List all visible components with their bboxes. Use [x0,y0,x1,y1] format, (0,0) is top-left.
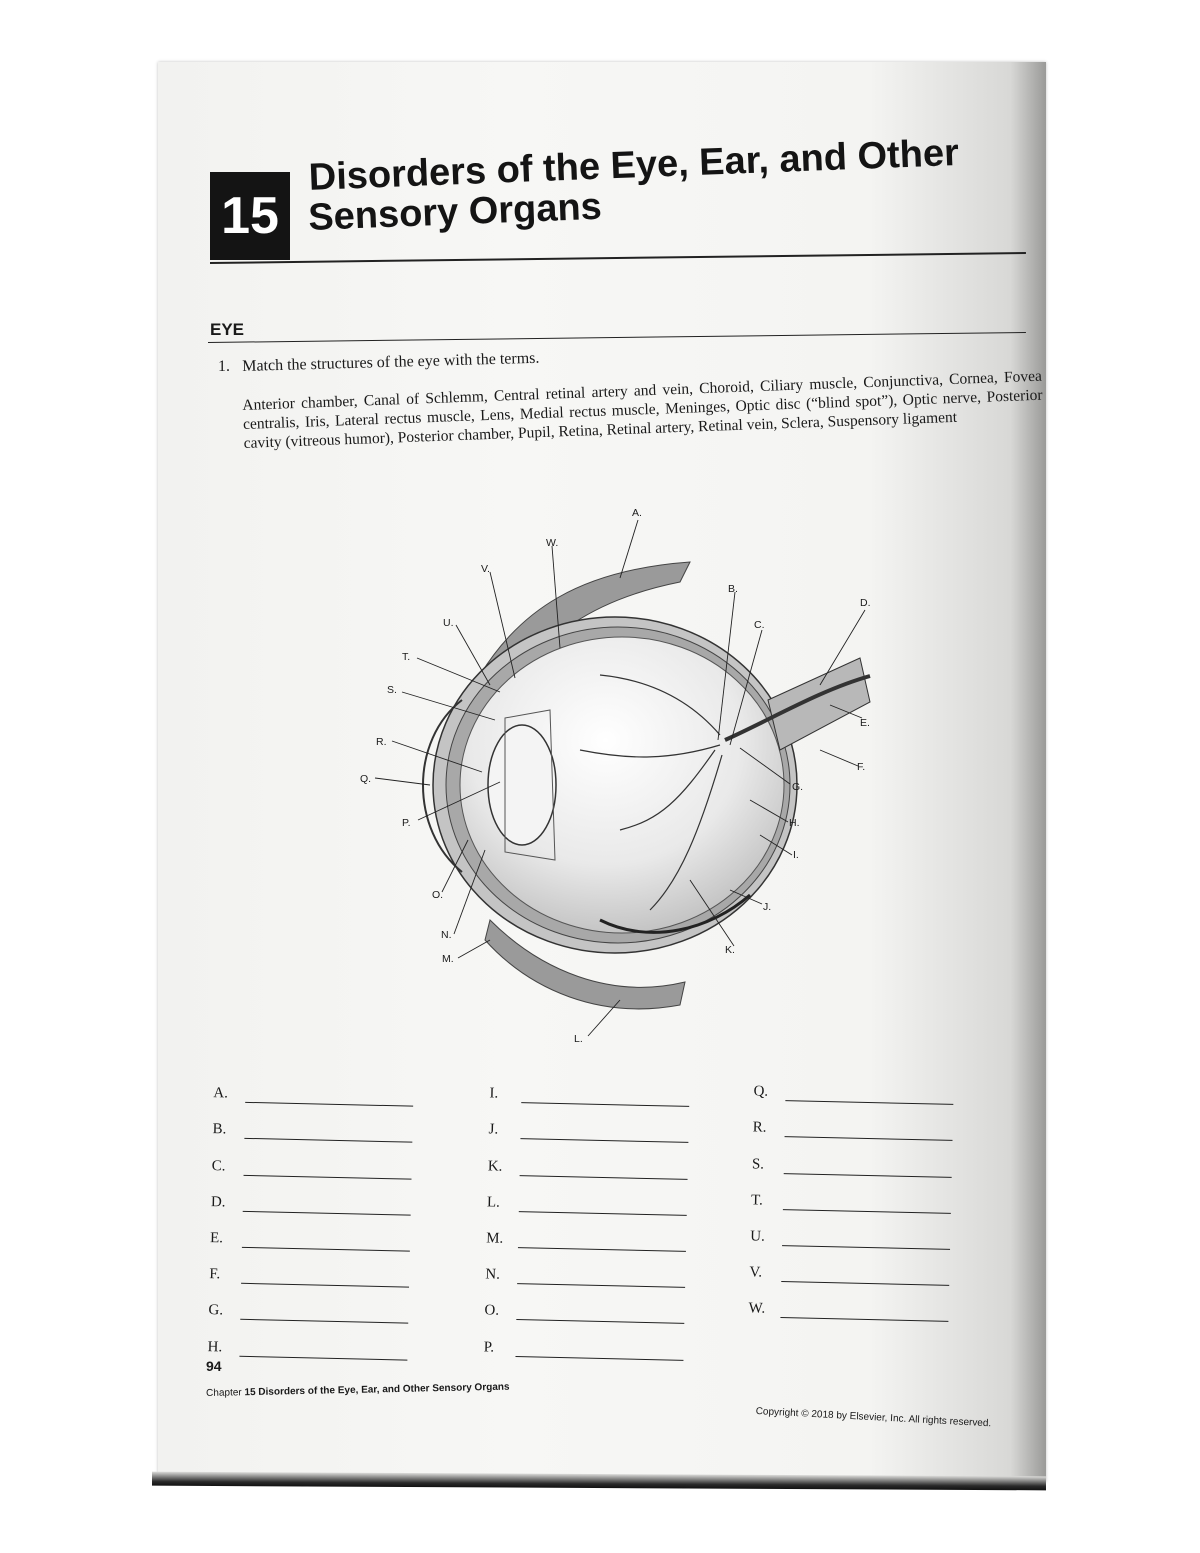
answer-row-K: K. [488,1139,689,1180]
answer-row-S: S. [752,1137,953,1178]
inferior-muscle [484,919,686,1010]
question-number: 1. [218,358,230,375]
label-K: K. [725,944,735,956]
ciliary-body [504,709,556,861]
answer-row-R: R. [753,1101,954,1142]
optic-nerve [767,657,871,751]
answer-row-H: H. [207,1319,408,1361]
chapter-number: 15 [221,187,279,245]
answer-column-3: Q. R. S. T. U. V. W. [748,1064,954,1323]
vitreous-body [459,636,785,934]
label-M: M. [442,953,454,965]
answer-row-I: I. [489,1066,690,1108]
retina-cut [599,893,751,934]
section-heading: EYE [210,320,245,339]
label-U: U. [443,617,454,629]
label-V: V. [481,563,490,575]
vessel-branch-3 [599,674,721,736]
answer-row-T: T. [751,1173,952,1214]
label-P: P. [402,817,411,829]
label-T: T. [402,651,410,663]
label-A: A. [632,507,642,519]
footer-chapter-number: 15 [244,1386,256,1399]
label-E: E. [860,717,870,729]
footer-chapter-word: Chapter [206,1387,242,1399]
answer-row-E: E. [210,1211,411,1252]
label-J: J. [763,901,771,913]
label-H: H. [789,817,800,829]
answer-row-J: J. [488,1103,689,1144]
label-D: D. [860,597,871,609]
answer-row-U: U. [750,1209,951,1250]
label-Q: Q. [360,773,371,785]
answer-blanks: A. B. C. D. E. F. G. H. I. J. K. L. M. N… [201,1066,968,1383]
label-F: F. [857,761,865,773]
answer-row-M: M. [486,1211,687,1252]
answer-column-2: I. J. K. L. M. N. O. P. [483,1066,690,1361]
label-L: L. [574,1033,583,1045]
answer-row-A: A. [213,1066,414,1107]
answer-row-G: G. [208,1283,409,1324]
label-N: N. [441,929,452,941]
label-C: C. [754,619,765,631]
answer-row-V: V. [749,1245,950,1286]
label-O: O. [432,889,443,901]
page-number: 94 [206,1358,222,1374]
answer-row-L: L. [487,1175,688,1216]
answer-row-F: F. [209,1247,410,1288]
lens [487,724,557,846]
answer-line[interactable] [515,1354,684,1361]
label-S: S. [387,684,397,696]
answer-row-P: P. [483,1320,684,1361]
label-B: B. [728,583,738,595]
vessel-branch-2 [619,749,716,831]
answer-line[interactable] [239,1354,408,1361]
vessel-branch-1 [579,744,721,758]
answer-row-W: W. [748,1281,949,1323]
chapter-number-box: 15 [210,172,290,260]
answer-row-C: C. [212,1138,413,1180]
answer-row-Q: Q. [753,1064,954,1106]
vessel-branch-4 [649,754,723,911]
label-R: R. [376,736,387,748]
answer-row-B: B. [212,1102,413,1144]
answer-row-D: D. [211,1175,412,1216]
answer-line[interactable] [780,1316,949,1323]
label-I: I. [793,849,799,861]
cornea [422,699,463,873]
label-W: W. [546,537,558,549]
eye-diagram: A. W. V. B. D. C. U. T. S. E. R. F. Q. G… [360,507,871,1045]
answer-column-1: A. B. C. D. E. F. G. H. [207,1066,414,1361]
label-G: G. [792,781,803,793]
retinal-vessel [724,674,871,742]
answer-row-N: N. [485,1247,686,1289]
answer-row-O: O. [484,1283,685,1325]
